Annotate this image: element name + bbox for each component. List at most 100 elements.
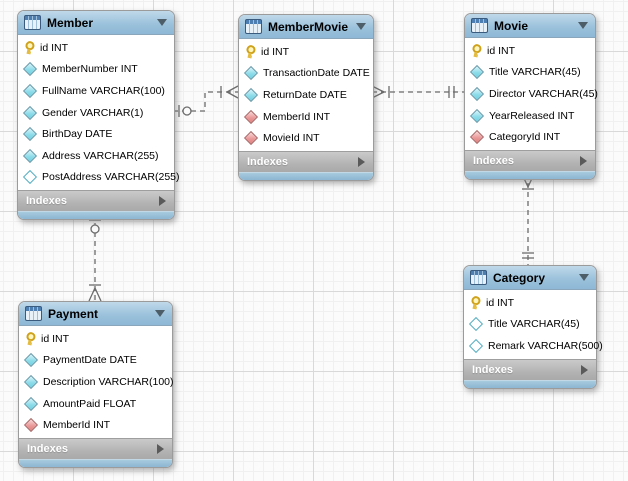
nullable-attribute-icon <box>468 338 484 354</box>
attribute-icon <box>22 127 38 142</box>
table-category-header[interactable]: Category <box>464 266 596 290</box>
table-category[interactable]: Category id INT Title VARCHAR(45) Remark… <box>463 265 603 389</box>
column-label: CategoryId INT <box>489 131 561 144</box>
indexes-footer[interactable]: Indexes <box>239 150 373 172</box>
column-row[interactable]: id INT <box>464 292 596 314</box>
column-label: Gender VARCHAR(1) <box>42 106 144 119</box>
relationship-member-membermovie[interactable] <box>173 85 239 117</box>
collapse-arrow-icon[interactable] <box>578 22 588 29</box>
primary-key-icon <box>469 43 484 59</box>
table-membermovie-header[interactable]: MemberMovie <box>239 15 373 39</box>
nullable-attribute-icon <box>468 317 484 332</box>
column-row[interactable]: BirthDay DATE <box>18 123 174 145</box>
column-row[interactable]: PaymentDate DATE <box>19 350 172 372</box>
table-category-columns: id INT Title VARCHAR(45) Remark VARCHAR(… <box>464 290 603 359</box>
table-movie-columns: id INT Title VARCHAR(45) Director VARCHA… <box>465 38 598 150</box>
column-label: Title VARCHAR(45) <box>489 66 581 79</box>
column-label: PostAddress VARCHAR(255) <box>42 171 180 184</box>
collapse-arrow-icon[interactable] <box>356 23 366 30</box>
table-icon <box>25 306 42 321</box>
column-label: MemberId INT <box>43 419 111 432</box>
column-row[interactable]: FullName VARCHAR(100) <box>18 80 174 102</box>
column-row[interactable]: MemberId INT <box>239 106 373 128</box>
column-row[interactable]: Description VARCHAR(100) <box>19 371 174 393</box>
column-row[interactable]: Title VARCHAR(45) <box>464 314 596 336</box>
attribute-icon <box>22 62 38 77</box>
collapse-arrow-icon[interactable] <box>155 310 165 317</box>
table-payment[interactable]: Payment id INT PaymentDate DATE Descript… <box>18 301 174 468</box>
column-row[interactable]: CategoryId INT <box>465 126 595 148</box>
column-row[interactable]: YearReleased INT <box>465 105 595 127</box>
indexes-footer[interactable]: Indexes <box>19 437 172 459</box>
column-label: YearReleased INT <box>489 109 575 122</box>
relationship-membermovie-movie[interactable] <box>371 85 464 99</box>
column-row[interactable]: TransactionDate DATE <box>239 63 373 85</box>
attribute-icon <box>469 108 485 123</box>
column-label: PaymentDate DATE <box>43 354 137 367</box>
table-icon <box>471 18 488 33</box>
table-icon <box>470 270 487 285</box>
column-row[interactable]: Remark VARCHAR(500) <box>464 335 603 357</box>
column-row[interactable]: id INT <box>19 328 172 350</box>
table-membermovie-columns: id INT TransactionDate DATE ReturnDate D… <box>239 39 373 151</box>
primary-key-icon <box>243 44 258 60</box>
column-label: FullName VARCHAR(100) <box>42 84 165 97</box>
column-row[interactable]: MemberNumber INT <box>18 59 174 81</box>
table-payment-header[interactable]: Payment <box>19 302 172 326</box>
column-label: TransactionDate DATE <box>263 67 370 80</box>
table-member-header[interactable]: Member <box>18 11 174 35</box>
table-title: Payment <box>48 306 99 321</box>
column-row[interactable]: Address VARCHAR(255) <box>18 145 174 167</box>
table-movie-header[interactable]: Movie <box>465 14 595 38</box>
expand-arrow-icon[interactable] <box>159 196 166 207</box>
column-row[interactable]: Director VARCHAR(45) <box>465 83 598 105</box>
column-row[interactable]: Gender VARCHAR(1) <box>18 102 174 124</box>
table-bottom-bar <box>464 379 596 388</box>
column-row[interactable]: id INT <box>239 41 373 63</box>
collapse-arrow-icon[interactable] <box>157 19 167 26</box>
column-row[interactable]: PostAddress VARCHAR(255) <box>18 167 180 189</box>
attribute-icon <box>469 65 485 80</box>
column-row[interactable]: MemberId INT <box>19 414 172 436</box>
column-label: Director VARCHAR(45) <box>489 87 598 100</box>
attribute-icon <box>469 86 485 102</box>
column-row[interactable]: ReturnDate DATE <box>239 84 373 106</box>
column-row[interactable]: MovieId INT <box>239 127 373 149</box>
indexes-footer[interactable]: Indexes <box>464 358 596 380</box>
indexes-label: Indexes <box>473 154 514 167</box>
table-title: Movie <box>494 18 529 33</box>
column-label: BirthDay DATE <box>42 128 113 141</box>
collapse-arrow-icon[interactable] <box>579 274 589 281</box>
relationship-member-payment[interactable] <box>88 214 102 302</box>
attribute-icon <box>243 87 259 103</box>
attribute-icon <box>22 148 38 163</box>
attribute-icon <box>23 396 39 411</box>
column-row[interactable]: id INT <box>465 40 595 62</box>
column-label: Address VARCHAR(255) <box>42 149 159 162</box>
column-row[interactable]: id INT <box>18 37 174 59</box>
relationship-movie-category[interactable] <box>521 173 535 265</box>
table-movie[interactable]: Movie id INT Title VARCHAR(45) Director … <box>464 13 598 180</box>
indexes-footer[interactable]: Indexes <box>18 190 174 212</box>
expand-arrow-icon[interactable] <box>358 156 365 167</box>
column-label: MemberNumber INT <box>42 63 138 76</box>
column-label: ReturnDate DATE <box>263 88 347 101</box>
indexes-footer[interactable]: Indexes <box>465 149 595 171</box>
expand-arrow-icon[interactable] <box>157 443 164 454</box>
table-member-columns: id INT MemberNumber INT FullName VARCHAR… <box>18 35 180 191</box>
table-title: Category <box>493 270 546 285</box>
table-icon <box>24 15 41 30</box>
table-icon <box>245 19 262 34</box>
table-title: MemberMovie <box>268 19 349 34</box>
table-title: Member <box>47 15 94 30</box>
table-membermovie[interactable]: MemberMovie id INT TransactionDate DATE … <box>238 14 374 181</box>
table-bottom-bar <box>465 170 595 179</box>
expand-arrow-icon[interactable] <box>581 364 588 375</box>
table-member[interactable]: Member id INT MemberNumber INT FullName … <box>17 10 180 221</box>
attribute-icon <box>23 374 39 390</box>
column-row[interactable]: AmountPaid FLOAT <box>19 393 172 415</box>
foreign-key-icon <box>23 418 39 433</box>
expand-arrow-icon[interactable] <box>580 155 587 166</box>
table-bottom-bar <box>19 458 172 467</box>
column-row[interactable]: Title VARCHAR(45) <box>465 62 595 84</box>
